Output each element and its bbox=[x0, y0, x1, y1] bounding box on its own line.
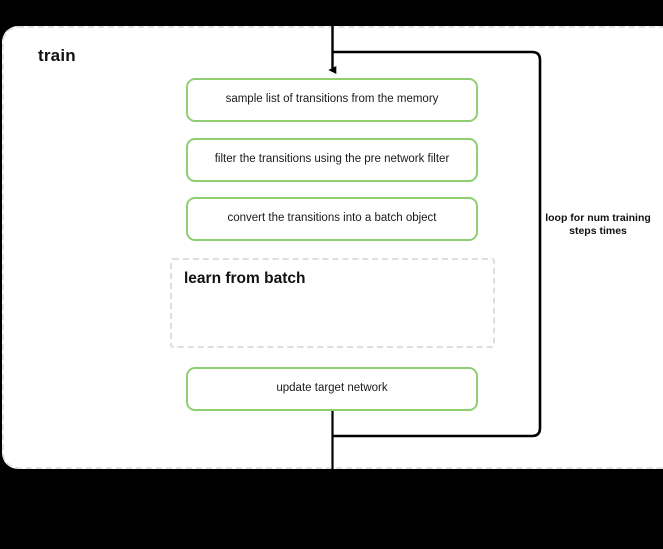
subblock-learn-from-batch[interactable]: learn from batch bbox=[170, 258, 495, 348]
step-label: filter the transitions using the pre net… bbox=[214, 153, 450, 166]
loop-annotation-label: loop for num training steps times bbox=[545, 212, 651, 238]
train-block-title: train bbox=[38, 46, 76, 65]
step-box-sample-transitions[interactable]: sample list of transitions from the memo… bbox=[186, 78, 478, 122]
subblock-title: learn from batch bbox=[184, 270, 306, 287]
step-box-filter-transitions[interactable]: filter the transitions using the pre net… bbox=[186, 138, 478, 182]
step-box-convert-to-batch[interactable]: convert the transitions into a batch obj… bbox=[186, 197, 478, 241]
step-label: convert the transitions into a batch obj… bbox=[227, 212, 437, 225]
step-box-update-target-network[interactable]: update target network bbox=[186, 367, 478, 411]
step-label: sample list of transitions from the memo… bbox=[225, 93, 439, 106]
step-label: update target network bbox=[276, 382, 388, 395]
